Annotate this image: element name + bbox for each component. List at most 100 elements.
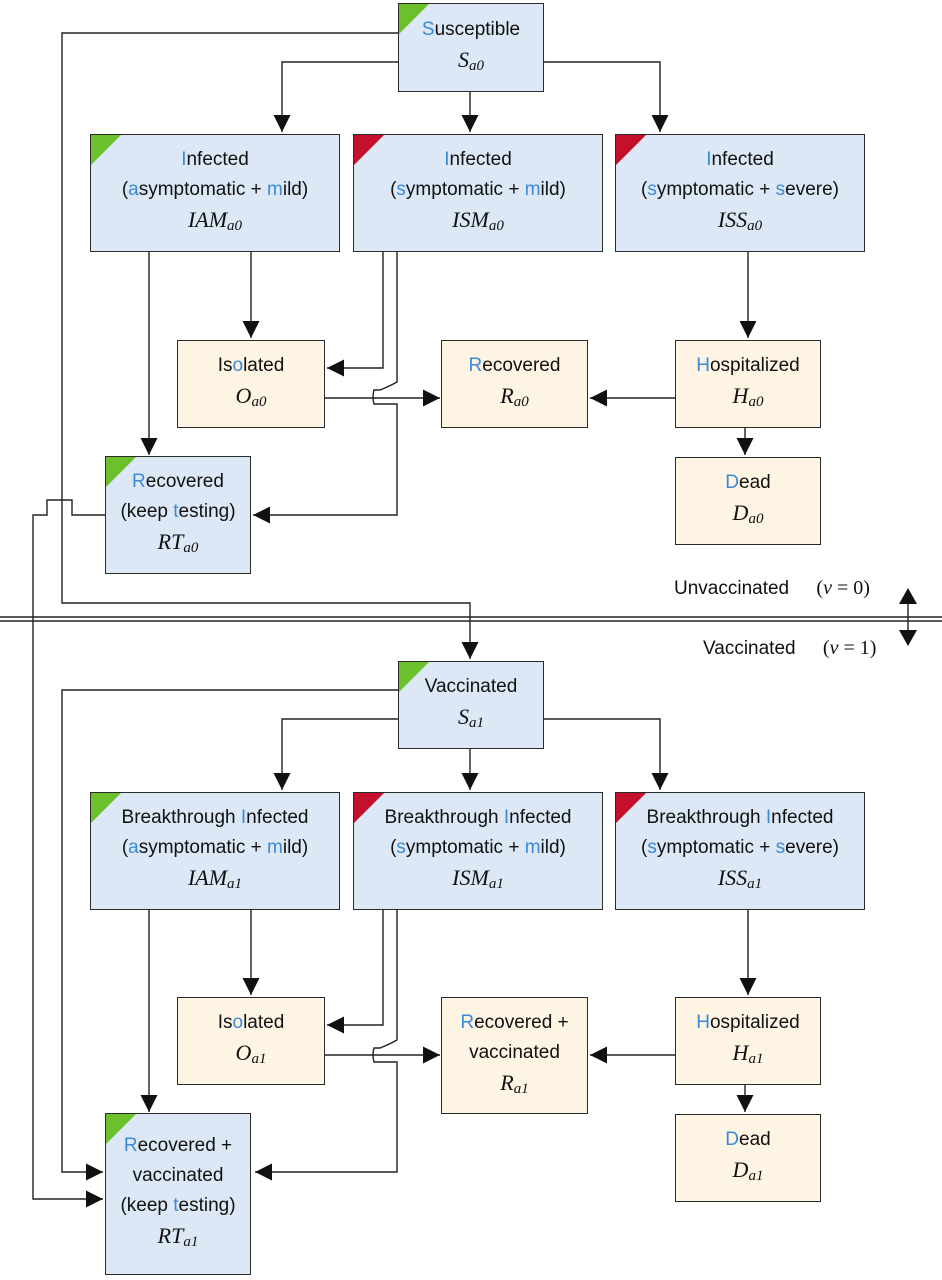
label-text: esting) [178, 501, 236, 522]
symbol-letters: IAM [187, 865, 228, 890]
symbol-subscript: a1 [748, 1168, 764, 1184]
label-text: ospitalized [709, 1012, 800, 1033]
highlighted-letter: H [696, 355, 710, 376]
label-text: ( [641, 837, 648, 858]
symbol-subscript: a1 [183, 1234, 199, 1250]
label-text: ymptomatic + [405, 837, 525, 858]
symbol-subscript: a1 [513, 1080, 529, 1097]
arrow-s1-to-rt1 [61, 689, 398, 1181]
label-text: nfected [771, 807, 834, 828]
highlighted-letter: I [444, 149, 450, 170]
label-text: ead [739, 1129, 771, 1150]
compartment-symbol: RTa0 [158, 527, 199, 563]
infectious-flag-icon [616, 793, 646, 823]
label-text: nfected [509, 807, 572, 828]
label-text: ecovered [145, 471, 224, 492]
symbol-letters: S [458, 46, 469, 72]
compartment-symbol: Sa0 [458, 45, 484, 81]
label-text: lated [243, 1012, 285, 1033]
label-text: nfected [246, 807, 309, 828]
label-text: Breakthrough [646, 807, 766, 828]
arrow-s1-to-iam1 [273, 718, 398, 790]
compartment-label-line: Dead [725, 1125, 770, 1155]
section-label-text: Unvaccinated [674, 578, 790, 599]
label-text: (keep [120, 501, 174, 522]
highlighted-letter: m [267, 179, 283, 200]
highlighted-letter: t [173, 1195, 179, 1216]
symbol-letters: R [500, 1069, 514, 1095]
infectious-flag-icon [616, 135, 646, 165]
non-infectious-flag-icon [106, 1114, 136, 1144]
non-infectious-flag-icon [91, 135, 121, 165]
label-text: Breakthrough [384, 807, 504, 828]
label-text: nfected [711, 149, 774, 170]
compartment-label-line: Isolated [218, 1008, 285, 1038]
compartment-symbol: Ha0 [733, 381, 764, 417]
compartment-label-line: Breakthrough Infected [122, 803, 309, 833]
compartment-label-line: Breakthrough Infected [385, 803, 572, 833]
compartment-symbol: Ra1 [500, 1068, 528, 1104]
compartment-label-line: Vaccinated [425, 672, 518, 702]
label-text: Is [217, 1012, 233, 1033]
symbol-subscript: a0 [748, 511, 764, 527]
highlighted-letter: I [240, 807, 247, 828]
symbol-subscript: a0 [747, 218, 763, 234]
label-text: ecovered + [474, 1011, 569, 1033]
arrow-s0-to-iam0 [273, 61, 398, 132]
label-text: ecovered [482, 355, 561, 376]
highlighted-letter: s [775, 837, 786, 858]
symbol-subscript: a0 [227, 218, 243, 234]
compartment-label-line: Isolated [218, 351, 285, 381]
label-text: ild) [282, 179, 309, 200]
compartment-recovered-keep-testing: Recovered(keep testing)RTa0 [105, 456, 251, 574]
symbol-letters: ISS [717, 207, 748, 232]
compartment-label-line: (symptomatic + mild) [390, 833, 566, 863]
label-text: ( [390, 837, 397, 858]
compartment-infected-symptomatic-severe: Infected(symptomatic + severe)ISSa0 [615, 134, 865, 252]
highlighted-letter: a [128, 837, 139, 858]
symbol-subscript: a0 [183, 540, 199, 556]
symbol-letters: O [235, 1040, 252, 1065]
compartment-infected-asymptomatic-mild: Infected(asymptomatic + mild)IAMa0 [90, 134, 340, 252]
symbol-subscript: a0 [748, 394, 764, 410]
symbol-letters: RT [157, 529, 184, 554]
label-text: ( [390, 179, 397, 200]
highlighted-letter: R [460, 1011, 475, 1033]
highlighted-letter: s [647, 179, 657, 200]
label-text: ymptomatic + [656, 179, 776, 200]
highlighted-letter: o [232, 355, 244, 376]
compartment-symbol: ISSa1 [718, 863, 762, 899]
symbol-subscript: a1 [748, 1051, 764, 1067]
symbol-subscript: a1 [747, 876, 763, 892]
highlighted-letter: m [524, 837, 541, 858]
section-variable: v [829, 637, 839, 659]
compartment-label-line: Breakthrough Infected [647, 803, 834, 833]
section-variable-value: = 0) [831, 577, 870, 599]
label-text: ead [739, 472, 771, 493]
compartment-breakthrough-infected-symptomatic-mild: Breakthrough Infected(symptomatic + mild… [353, 792, 603, 910]
label-text: usceptible [434, 18, 521, 40]
symbol-letters: H [732, 1040, 749, 1065]
infectious-flag-icon [354, 793, 384, 823]
compartment-label-line: (symptomatic + severe) [641, 175, 839, 205]
symbol-subscript: a1 [227, 876, 243, 892]
infectious-flag-icon [354, 135, 384, 165]
compartment-symbol: Da1 [733, 1155, 764, 1191]
section-label-text: Vaccinated [703, 638, 796, 659]
compartment-symbol: ISMa0 [452, 205, 504, 241]
arrow-ism1-to-rt1 [255, 910, 398, 1181]
highlighted-letter: s [396, 837, 406, 858]
compartment-label-line: (asymptomatic + mild) [122, 833, 308, 863]
highlighted-letter: o [232, 1012, 244, 1033]
compartment-label-line: (asymptomatic + mild) [122, 175, 308, 205]
label-text: ospitalized [709, 355, 800, 376]
arrow-ism0-to-rt0 [253, 252, 398, 524]
label-text: Breakthrough [121, 807, 241, 828]
compartment-symbol: Ra0 [500, 381, 528, 417]
compartment-label-line: Hospitalized [696, 351, 800, 381]
highlighted-letter: D [725, 472, 740, 493]
compartment-label-line: Infected [181, 145, 249, 175]
